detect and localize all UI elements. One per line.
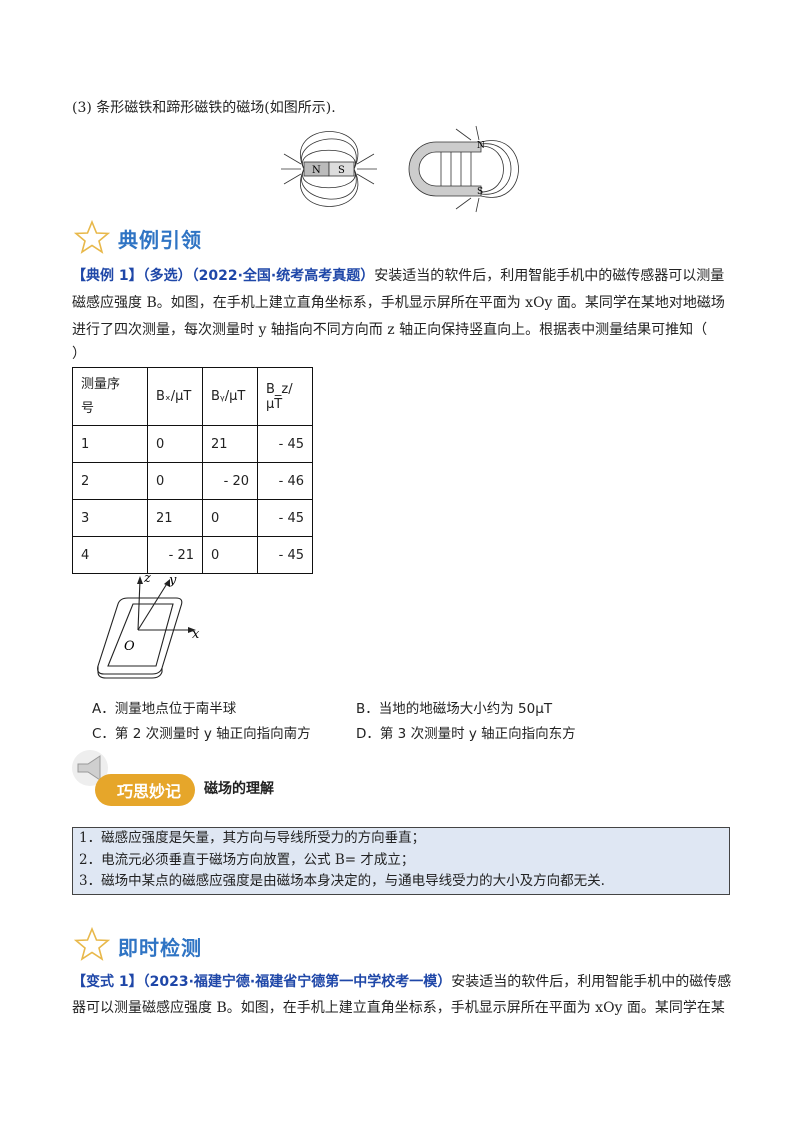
table-cell: 0 — [202, 499, 258, 537]
table-header-row: 测量序号 Bₓ/μT Bᵧ/μT B_z/μT — [72, 367, 313, 426]
phone-axes-figure: z y x O — [97, 572, 200, 679]
bar-north-label: N — [312, 165, 321, 176]
example-text-1: 安装适当的软件后，利用智能手机中的磁传感器可以测量 — [374, 268, 725, 284]
measurement-table: 测量序号 Bₓ/μT Bᵧ/μT B_z/μT 1 0 21 - 45 2 0 … — [72, 367, 313, 574]
example-type: （多选） — [142, 268, 192, 284]
star-icon — [74, 220, 110, 254]
table-cell: - 20 — [202, 462, 258, 500]
table-cell: 4 — [72, 536, 148, 574]
table-header-cell: 测量序号 — [72, 367, 148, 426]
section-title-check: 即时检测 — [118, 936, 202, 960]
table-cell: - 45 — [257, 499, 313, 537]
table-cell: 0 — [147, 462, 203, 500]
table-row: 1 0 21 - 45 — [72, 425, 313, 463]
star-icon — [74, 927, 110, 961]
variant-line-1: 【变式 1】（2023·福建宁德·福建省宁德第一中学校考一模）安装适当的软件后，… — [72, 971, 731, 993]
table-row: 3 21 0 - 45 — [72, 499, 313, 537]
example-line-3: 进行了四次测量，每次测量时 y 轴指向不同方向而 z 轴正向保持竖直向上。根据表… — [72, 322, 708, 338]
tip-item: 3．磁场中某点的磁感应强度是由磁场本身决定的，与通电导线受力的大小及方向都无关. — [79, 873, 605, 889]
tip-title: 磁场的理解 — [204, 781, 274, 797]
origin-label: O — [124, 639, 135, 654]
example-source: （2022·全国·统考高考真题） — [191, 268, 375, 284]
option-b[interactable]: B．当地的地磁场大小约为 50μT — [356, 701, 553, 717]
table-row: 4 - 21 0 - 45 — [72, 536, 313, 574]
tip-item: 1．磁感应强度是矢量，其方向与导线所受力的方向垂直； — [79, 830, 426, 846]
intro-line: (3) 条形磁铁和蹄形磁铁的磁场(如图所示). — [72, 100, 336, 116]
table-header-cell: Bᵧ/μT — [202, 367, 258, 426]
variant-tag: 【变式 1】 — [72, 974, 143, 990]
table-header-cell: B_z/μT — [257, 367, 313, 426]
table-row: 2 0 - 20 - 46 — [72, 462, 313, 500]
horseshoe-north-label: N — [477, 141, 485, 151]
example-line-2: 磁感应强度 B。如图，在手机上建立直角坐标系，手机显示屏所在平面为 xOy 面。… — [72, 295, 725, 311]
table-header-cell: Bₓ/μT — [147, 367, 203, 426]
table-cell: 21 — [147, 499, 203, 537]
table-cell: - 45 — [257, 536, 313, 574]
bar-south-label: S — [338, 165, 345, 176]
variant-line-2: 器可以测量磁感应强度 B。如图，在手机上建立直角坐标系，手机显示屏所在平面为 x… — [72, 1000, 725, 1016]
table-cell: 21 — [202, 425, 258, 463]
option-d[interactable]: D．第 3 次测量时 y 轴正向指向东方 — [356, 726, 576, 742]
table-cell: 1 — [72, 425, 148, 463]
table-cell: 3 — [72, 499, 148, 537]
table-cell: 2 — [72, 462, 148, 500]
example-tag: 【典例 1】 — [72, 268, 143, 284]
axis-y-label: y — [168, 573, 177, 588]
axis-z-label: z — [143, 572, 151, 586]
table-cell: - 21 — [147, 536, 203, 574]
magnet-field-figure: N S N S — [281, 125, 519, 213]
variant-text-1: 安装适当的软件后，利用智能手机中的磁传感 — [451, 974, 732, 990]
table-cell: - 45 — [257, 425, 313, 463]
example-line-4: ） — [72, 346, 86, 362]
horseshoe-south-label: S — [477, 187, 483, 197]
axis-x-label: x — [192, 627, 200, 642]
option-a[interactable]: A．测量地点位于南半球 — [92, 701, 237, 717]
tip-box: 1．磁感应强度是矢量，其方向与导线所受力的方向垂直； 2．电流元必须垂直于磁场方… — [72, 827, 730, 895]
tip-badge: 巧思妙记 — [95, 774, 196, 806]
option-c[interactable]: C．第 2 次测量时 y 轴正向指向南方 — [92, 726, 311, 742]
variant-source: （2023·福建宁德·福建省宁德第一中学校考一模） — [142, 974, 452, 990]
table-cell: - 46 — [257, 462, 313, 500]
section-title-examples: 典例引领 — [118, 228, 202, 252]
example-line-1: 【典例 1】（多选）（2022·全国·统考高考真题）安装适当的软件后，利用智能手… — [72, 265, 724, 287]
table-cell: 0 — [147, 425, 203, 463]
tip-item: 2．电流元必须垂直于磁场方向放置，公式 B= 才成立； — [79, 851, 415, 868]
table-cell: 0 — [202, 536, 258, 574]
